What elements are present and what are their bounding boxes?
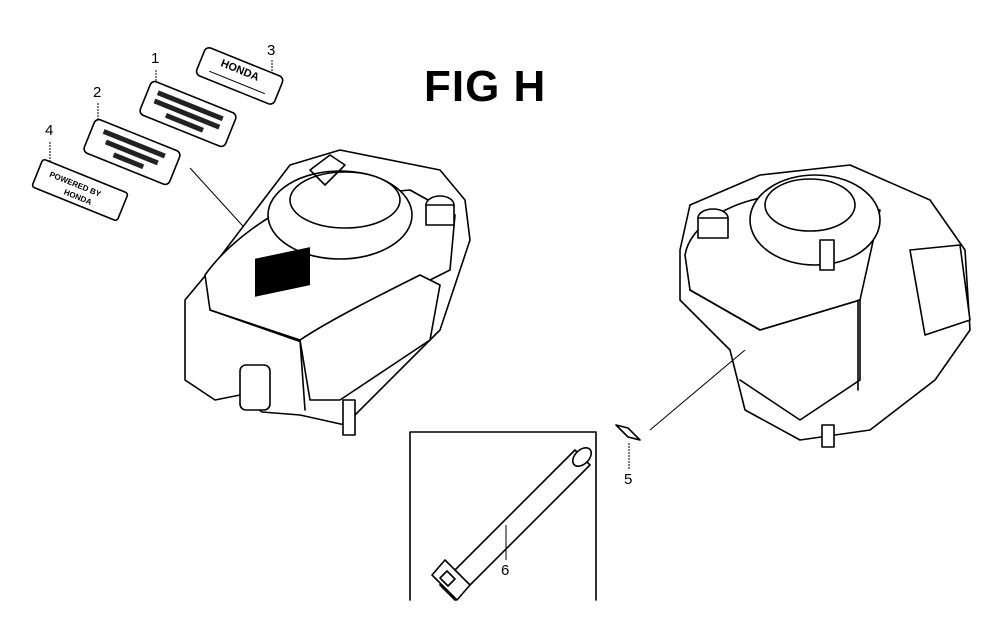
- decal-1: [139, 80, 237, 148]
- callout-6: 6: [501, 562, 510, 579]
- decal-2: [83, 118, 181, 186]
- decal-4: POWERED BY HONDA: [31, 158, 129, 222]
- engine-left: [184, 149, 471, 436]
- callout-4: 4: [45, 122, 54, 139]
- callout-3: 3: [267, 42, 276, 59]
- part-5-decal: [615, 424, 641, 441]
- tool-box: [409, 431, 597, 601]
- decal-3: HONDA: [195, 46, 284, 105]
- engine-right: [679, 164, 971, 448]
- callout-2: 2: [93, 84, 102, 101]
- figure-title: FIG H: [424, 62, 547, 111]
- callout-1: 1: [151, 50, 160, 67]
- callout-5: 5: [624, 471, 633, 488]
- leader-part-5: [649, 349, 746, 431]
